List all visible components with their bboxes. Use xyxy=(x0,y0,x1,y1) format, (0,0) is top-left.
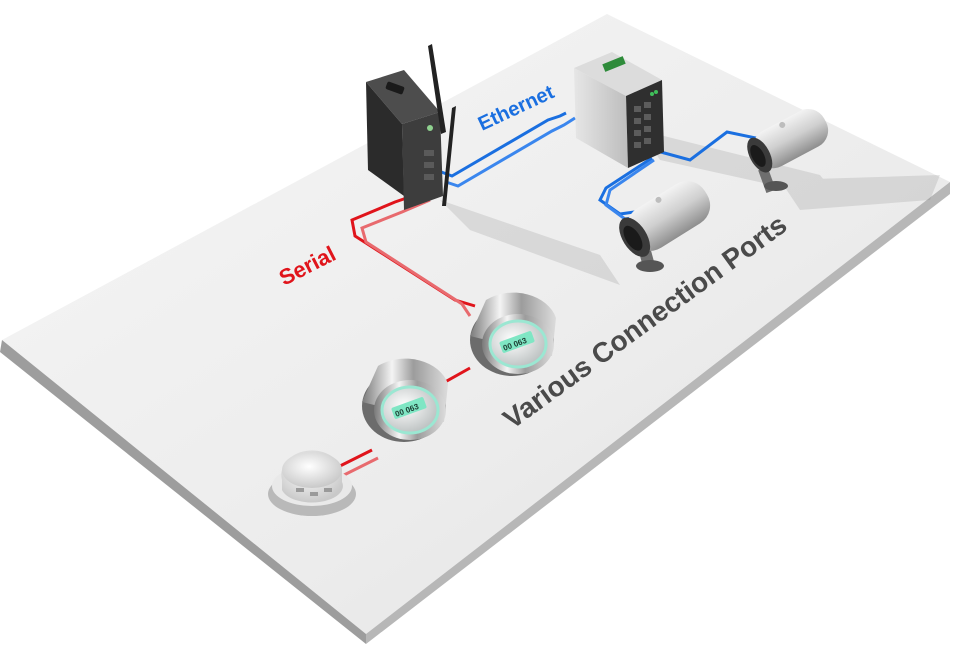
water-meter-icon: 00 063 xyxy=(362,358,448,442)
camera-icon xyxy=(747,108,829,193)
gateway-router-icon xyxy=(366,44,456,210)
smoke-detector-icon xyxy=(268,450,356,516)
camera-icon xyxy=(619,181,711,272)
device-shadows xyxy=(440,130,940,285)
ethernet-switch-icon xyxy=(574,52,664,168)
water-meter-icon: 00 063 xyxy=(470,292,556,376)
